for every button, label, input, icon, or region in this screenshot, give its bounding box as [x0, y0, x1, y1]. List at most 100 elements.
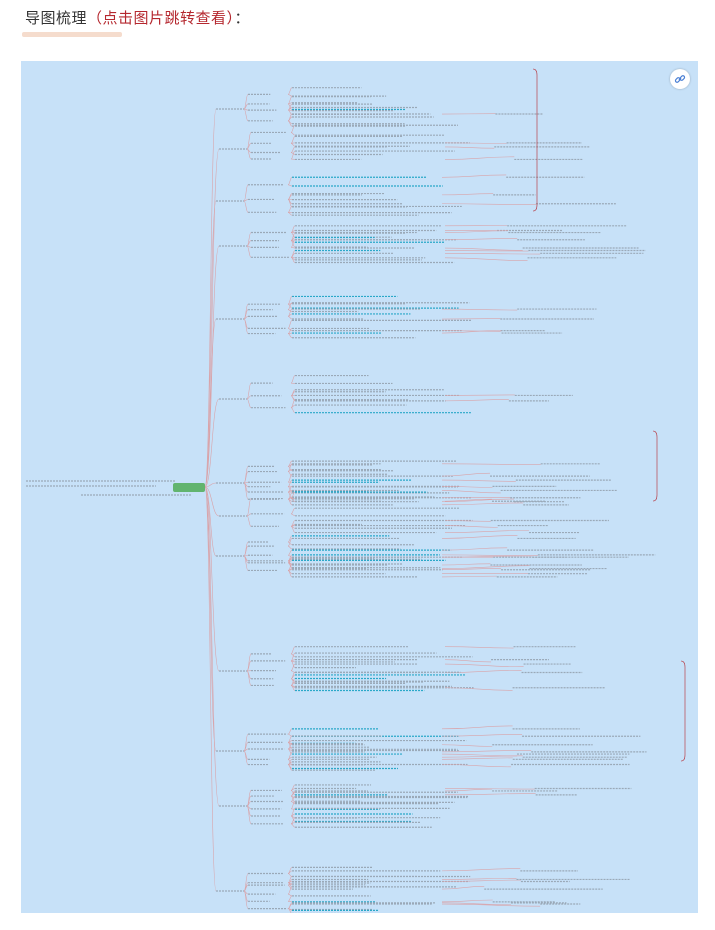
connector-line [287, 479, 293, 487]
connector-line [444, 146, 495, 149]
connector-line [204, 486, 220, 807]
connector-line [444, 659, 492, 663]
connector-line [441, 486, 493, 488]
connector-line [287, 562, 293, 568]
connector-line [290, 815, 296, 822]
mindmap-tree [26, 68, 686, 913]
connector-line [290, 790, 296, 797]
connector-line [290, 132, 296, 136]
connector-line [290, 230, 296, 233]
group-bracket [532, 68, 538, 212]
connector-line [290, 526, 296, 533]
connector-line [204, 486, 220, 517]
connector-line [444, 230, 509, 233]
connector-line [287, 328, 293, 331]
connector-line [441, 490, 501, 494]
connector-line [204, 398, 220, 488]
connector-line [287, 733, 293, 737]
connector-line [287, 740, 293, 743]
connector-line [287, 908, 292, 913]
connector-line [441, 174, 507, 178]
connector-line [441, 734, 523, 737]
connector-line [290, 404, 296, 409]
connector-line [444, 156, 515, 160]
connector-line [204, 486, 217, 892]
section-title: 导图梳理（点击图片跳转查看）： [25, 6, 250, 32]
connector-line [441, 554, 538, 557]
connector-line [290, 143, 296, 147]
connector-line [441, 463, 541, 465]
connector-line [441, 203, 536, 206]
connector-line [444, 530, 529, 533]
connector-line [444, 687, 513, 691]
connector-line [290, 136, 296, 144]
connector-line [444, 793, 536, 796]
title-colon: ： [234, 10, 251, 27]
group-bracket [680, 660, 686, 762]
connector-line [287, 333, 293, 339]
connector-line [287, 903, 293, 909]
connector-line [287, 884, 293, 890]
connector-line [243, 555, 249, 571]
link-icon [674, 75, 686, 83]
connector-line [290, 395, 296, 402]
connector-line [441, 502, 524, 506]
connector-line [287, 194, 293, 200]
connector-line [444, 247, 523, 251]
connector-line [444, 498, 514, 502]
connector-line [444, 520, 491, 522]
connector-line [444, 142, 507, 144]
connector-line [441, 535, 518, 539]
connector-line [243, 471, 249, 484]
connector-line [444, 646, 514, 649]
connector-line [287, 549, 293, 556]
connector-line [441, 575, 497, 578]
connector-line [287, 120, 293, 127]
connector-line [287, 206, 293, 213]
connector-line [287, 87, 293, 95]
connector-line [243, 318, 249, 334]
connector-line [246, 398, 252, 409]
connector-line [287, 893, 293, 897]
connector-line [287, 464, 293, 467]
mindmap-image[interactable] [21, 61, 698, 913]
connector-line [290, 790, 296, 796]
connector-line [290, 646, 296, 655]
connector-line [444, 663, 524, 668]
connector-line [441, 899, 493, 903]
connector-line [441, 547, 508, 551]
connector-line [243, 482, 249, 500]
connector-line [290, 232, 296, 238]
mindmap-root-node [173, 483, 205, 492]
connector-line [246, 498, 252, 517]
connector-line [246, 805, 252, 825]
connector-line [287, 728, 293, 735]
connector-line [243, 184, 249, 202]
connector-line [290, 256, 296, 263]
connector-line [287, 184, 293, 187]
connector-line [441, 308, 518, 311]
section-header: 导图梳理（点击图片跳转查看）： [22, 6, 250, 37]
share-button[interactable] [670, 69, 690, 89]
connector-line [290, 801, 296, 804]
connector-line [243, 108, 249, 122]
connector-line [444, 238, 518, 241]
connector-line [441, 555, 533, 558]
connector-line [290, 788, 296, 791]
connector-line [290, 513, 296, 517]
connector-line [290, 407, 296, 413]
connector-line [290, 507, 296, 515]
connector-line [204, 486, 217, 752]
connector-line [441, 193, 494, 196]
connector-line [441, 472, 491, 477]
connector-line [441, 744, 493, 747]
connector-line [441, 878, 517, 880]
connector-line [441, 479, 516, 482]
connector-line [204, 200, 217, 488]
connector-line [290, 653, 296, 658]
connector-line [246, 382, 252, 400]
connector-line [204, 486, 220, 672]
connector-line [287, 316, 293, 320]
connector-line [441, 868, 521, 872]
connector-line [287, 873, 293, 877]
